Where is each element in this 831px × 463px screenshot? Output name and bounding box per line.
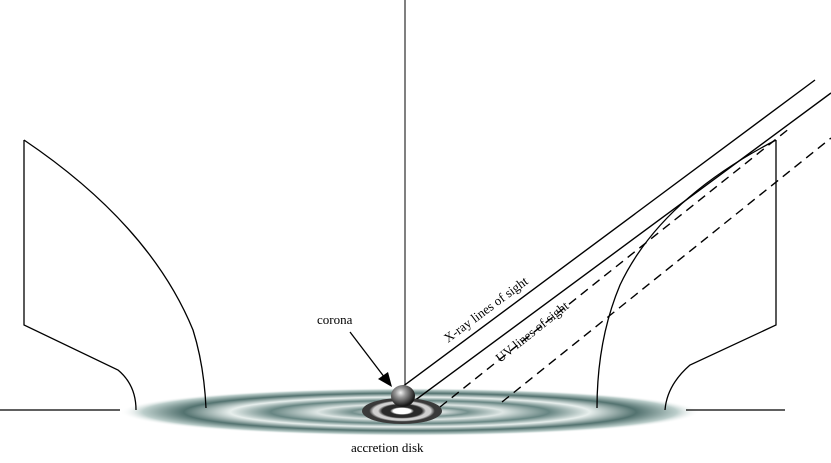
uv-line-upper <box>439 127 791 408</box>
corona-label: corona <box>317 312 353 327</box>
xray-line-upper <box>397 79 816 391</box>
left-outflow-curve <box>23 139 207 409</box>
left-outflow-boundary <box>23 140 137 411</box>
right-outflow-boundary <box>664 140 777 411</box>
xray-line-lower <box>409 92 831 405</box>
uv-lines-label: UV lines of sight <box>493 298 572 365</box>
central-rings <box>362 398 442 424</box>
accretion-disk-label: accretion disk <box>351 440 424 455</box>
uv-line-lower <box>501 137 831 403</box>
corona-sphere <box>391 385 415 407</box>
corona-arrow <box>349 331 392 387</box>
right-outflow-curve <box>596 139 777 409</box>
